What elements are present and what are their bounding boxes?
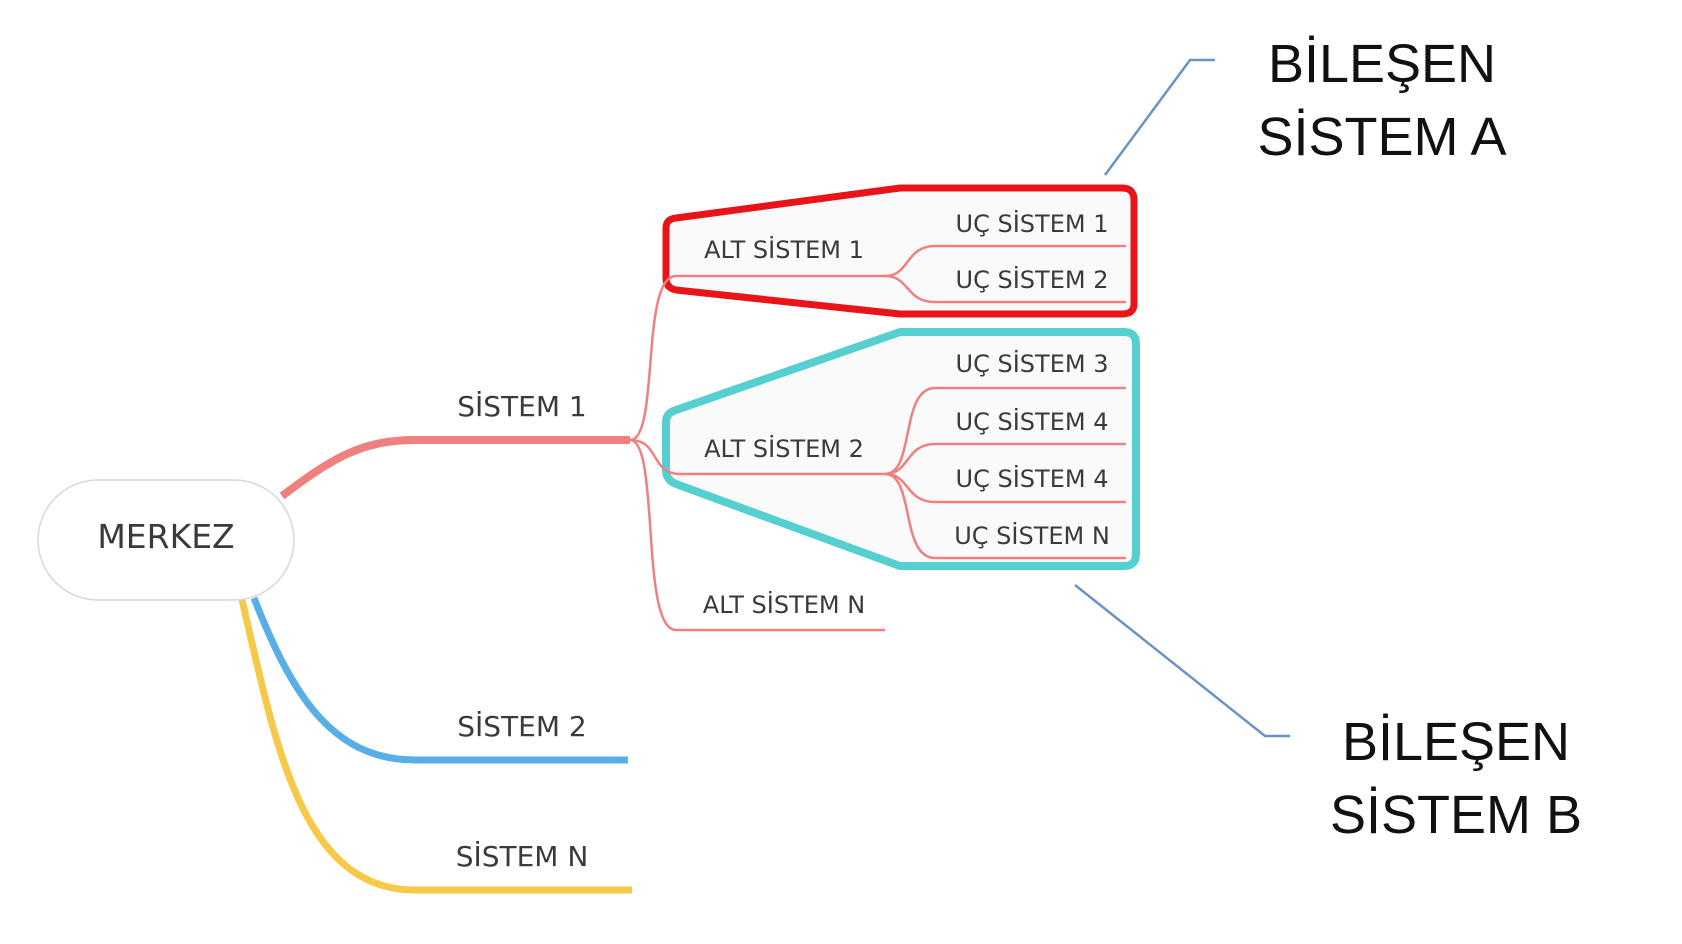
branch-system-1-sub-n [629, 438, 885, 632]
subsystem-n-label[interactable]: ALT SİSTEM N [703, 590, 865, 619]
end-system-n-label[interactable]: UÇ SİSTEM N [954, 521, 1110, 550]
branch-sub-2-end-n [884, 472, 1126, 560]
callout-a-line [1103, 58, 1215, 176]
end-system-3-label[interactable]: UÇ SİSTEM 3 [956, 349, 1109, 378]
callout-b-line1: BİLEŞEN [1342, 712, 1570, 772]
end-system-1-label[interactable]: UÇ SİSTEM 1 [956, 209, 1109, 238]
subsystem-2-label[interactable]: ALT SİSTEM 2 [704, 434, 864, 463]
branch-system-1-sub-1 [629, 274, 885, 442]
system-2-label[interactable]: SİSTEM 2 [457, 710, 586, 743]
branch-system-1-sub-2 [629, 438, 885, 476]
system-1-label[interactable]: SİSTEM 1 [457, 390, 586, 423]
end-system-4-label[interactable]: UÇ SİSTEM 4 [956, 407, 1109, 436]
callout-b-line [1074, 584, 1290, 738]
subsystem-1-label[interactable]: ALT SİSTEM 1 [704, 235, 864, 264]
branch-center-system-1 [279, 436, 630, 500]
system-n-label[interactable]: SİSTEM N [456, 840, 589, 873]
center-node[interactable] [37, 479, 295, 601]
callout-a-line2: SİSTEM A [1257, 107, 1506, 167]
end-system-2-label[interactable]: UÇ SİSTEM 2 [956, 265, 1109, 294]
branch-sub-1-end-2 [884, 274, 1126, 304]
end-system-4b-label[interactable]: UÇ SİSTEM 4 [956, 464, 1109, 493]
callout-a-line1: BİLEŞEN [1268, 34, 1496, 94]
branch-sub-2-end-4 [884, 442, 1126, 476]
callout-b-line2: SİSTEM B [1330, 785, 1582, 845]
branch-center-system-n [238, 599, 632, 894]
branch-center-system-2 [250, 596, 628, 764]
branch-sub-2-end-3 [884, 386, 1126, 476]
group-b-outline [662, 328, 1140, 570]
center-node-label: MERKEZ [97, 517, 234, 556]
group-a-outline [662, 184, 1138, 318]
branch-sub-1-end-1 [884, 244, 1126, 278]
